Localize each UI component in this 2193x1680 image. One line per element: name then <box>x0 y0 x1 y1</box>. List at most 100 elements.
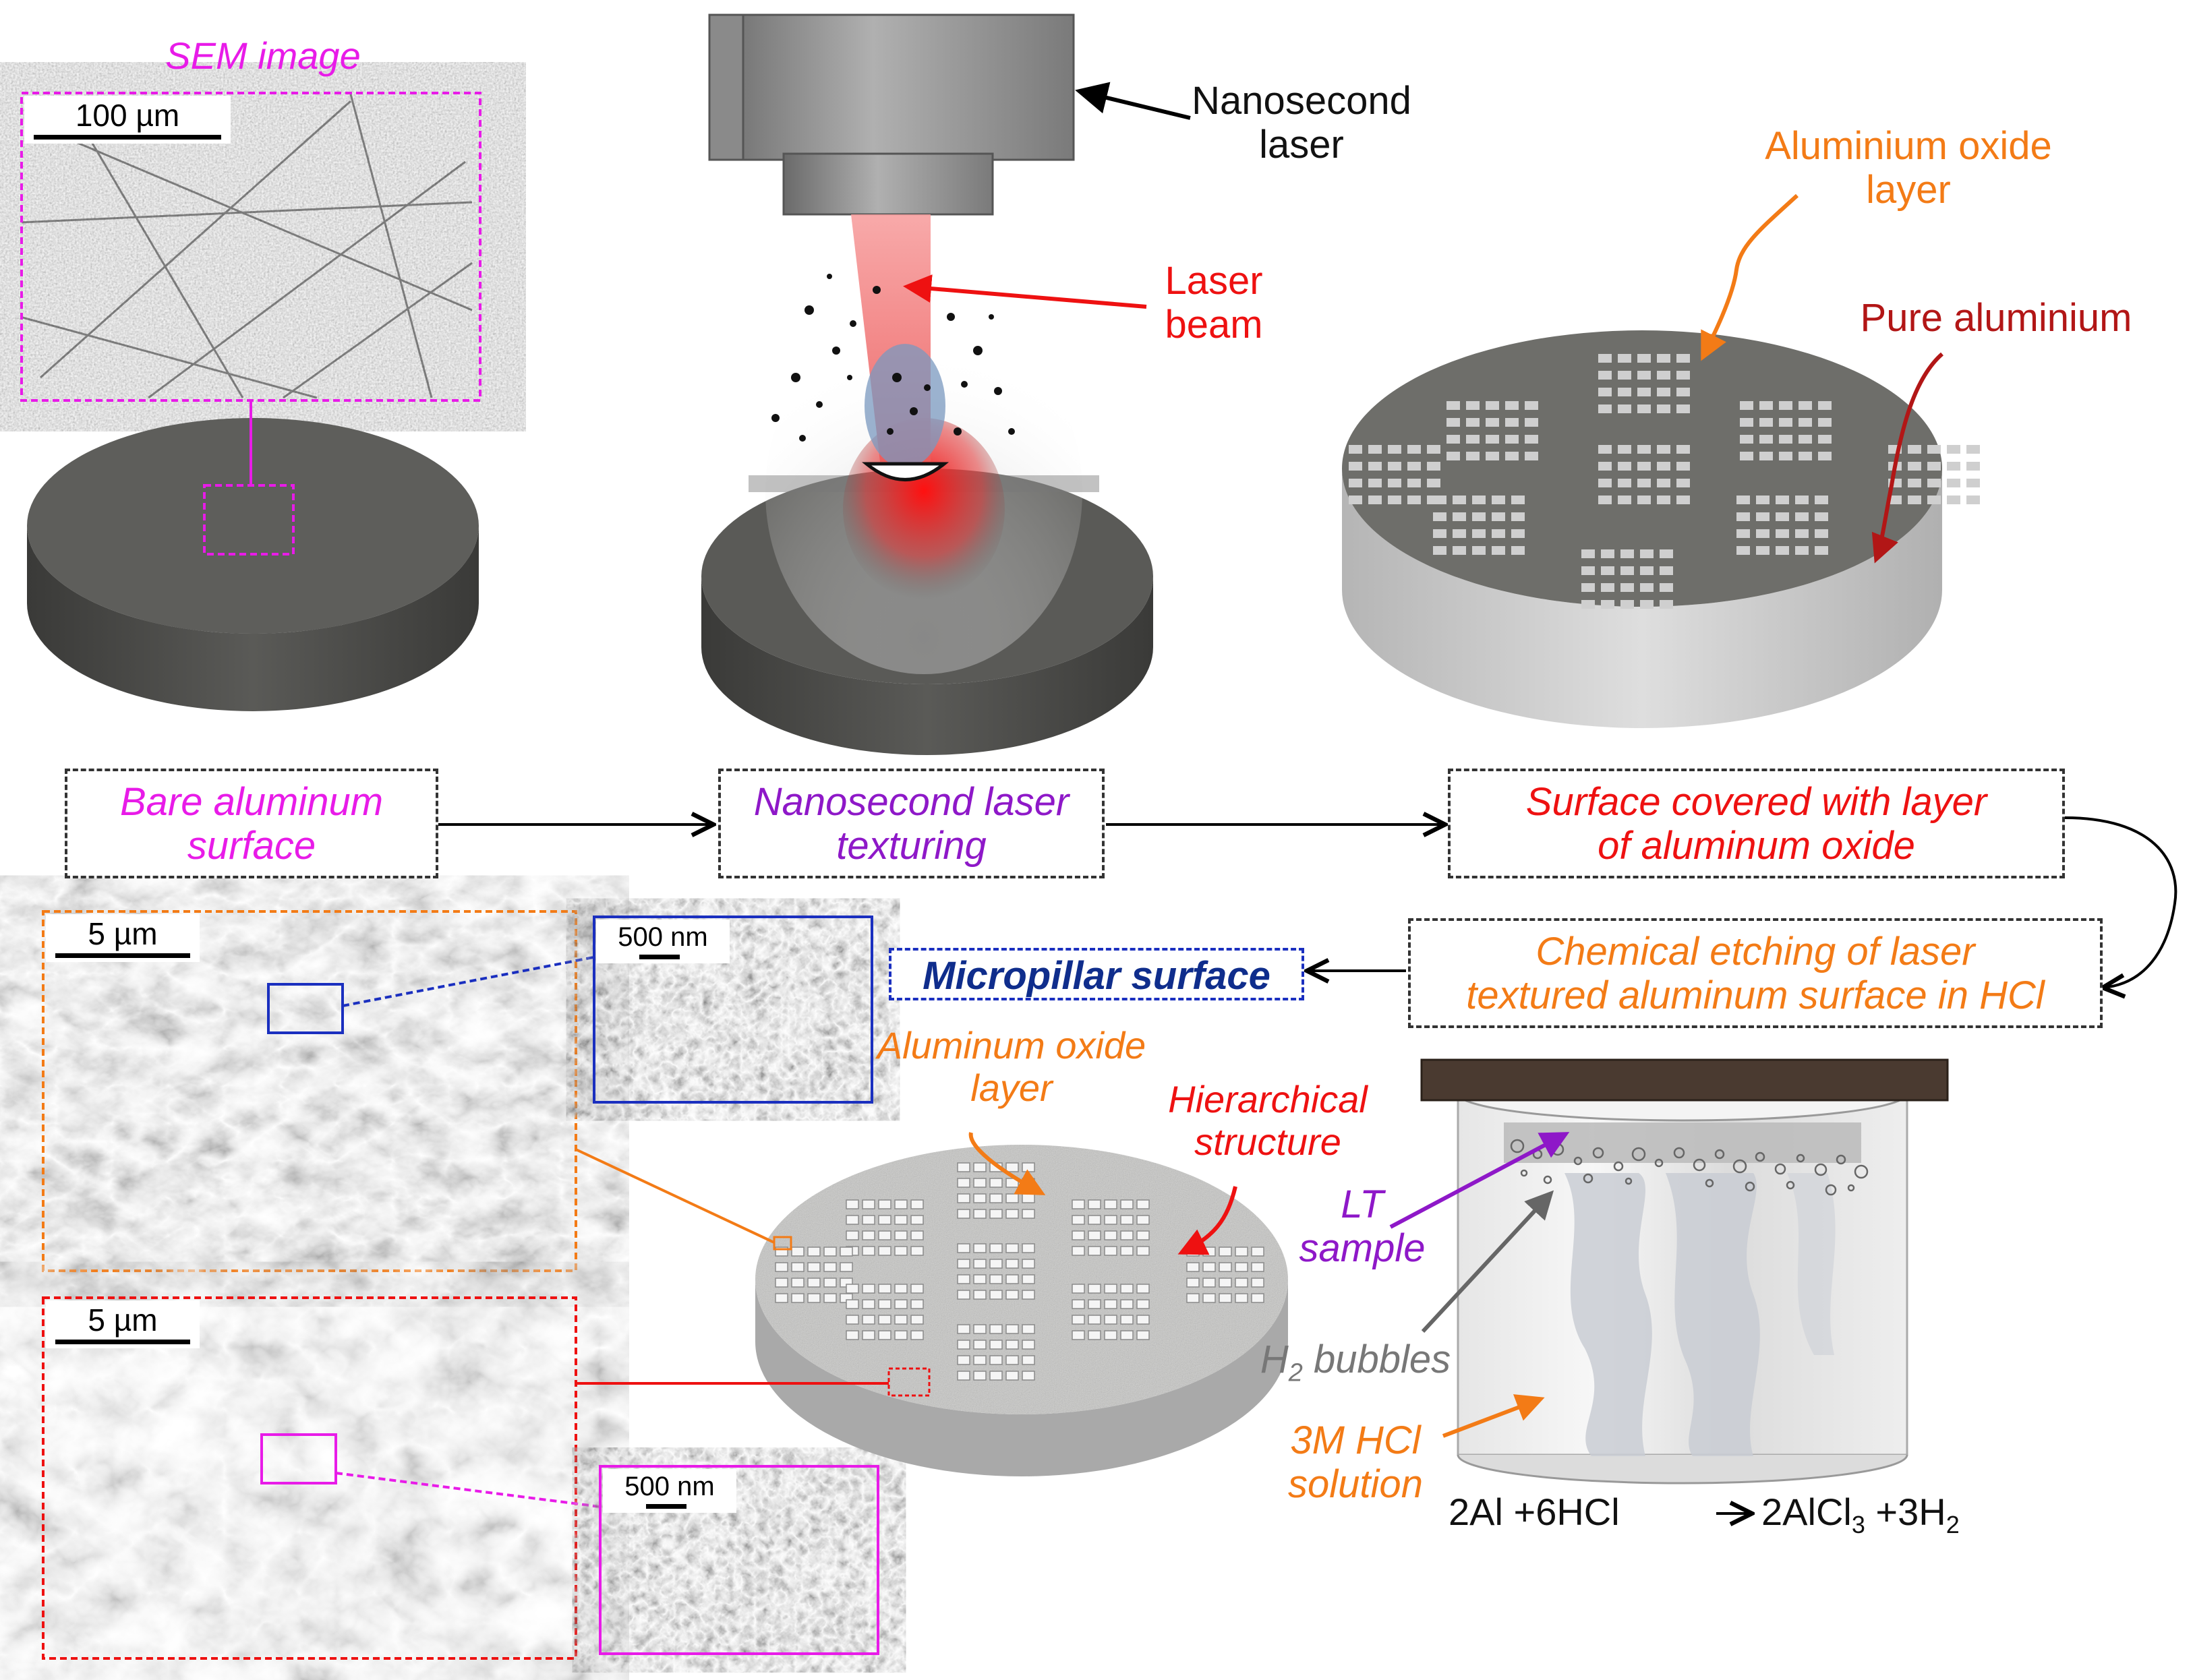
micropillar <box>1005 1162 1019 1172</box>
micropillar <box>973 1209 987 1219</box>
micropillar <box>1637 479 1651 487</box>
micropillar <box>1818 435 1832 444</box>
micropillar <box>1818 401 1832 410</box>
micropillar <box>1492 546 1505 555</box>
micropillar <box>1427 462 1440 471</box>
scale-label-500nm-top: 500 nm <box>618 922 708 952</box>
micropillar <box>1657 404 1670 413</box>
micropillar <box>1640 566 1654 575</box>
micropillar <box>1368 496 1382 504</box>
micropillar <box>1601 566 1614 575</box>
micropillar <box>1795 529 1809 538</box>
micropillar <box>1660 583 1673 592</box>
bubble <box>1613 1161 1624 1172</box>
micropillar <box>1676 371 1690 380</box>
micropillar-array-top <box>1349 354 1980 609</box>
micropillar <box>1601 549 1614 558</box>
micropillar <box>894 1315 908 1325</box>
micropillar <box>894 1299 908 1309</box>
bubble <box>1847 1184 1855 1192</box>
micropillar <box>1598 371 1612 380</box>
step-box-oxide: Surface covered with layer of aluminum o… <box>1448 769 2065 878</box>
step-box-laser: Nanosecond laser texturing <box>718 769 1105 878</box>
micropillar <box>1472 496 1486 504</box>
micropillar <box>1453 529 1466 538</box>
micropillar <box>1799 418 1812 427</box>
micropillar <box>1136 1246 1150 1256</box>
ejected-particles <box>771 274 1015 442</box>
micropillar <box>1676 479 1690 487</box>
micropillar <box>973 1371 987 1381</box>
zoom-region-blue <box>267 983 344 1034</box>
micropillar <box>1388 445 1401 454</box>
laser-head <box>708 13 1075 216</box>
micropillar <box>775 1262 788 1272</box>
micropillar-disc <box>575 1145 1288 1476</box>
bubble <box>1705 1178 1714 1188</box>
micropillar <box>878 1315 891 1325</box>
micropillar <box>910 1199 924 1209</box>
micropillar <box>1927 462 1941 471</box>
micropillar <box>1022 1355 1035 1365</box>
micropillar <box>1637 496 1651 504</box>
micropillar <box>1776 512 1789 521</box>
micropillar <box>1005 1290 1019 1300</box>
micropillar <box>1736 546 1750 555</box>
micropillar <box>1472 512 1486 521</box>
beaker <box>1420 1058 1949 1484</box>
micropillar <box>1511 512 1525 521</box>
micropillar <box>1601 600 1614 609</box>
micropillar <box>1598 388 1612 396</box>
micropillar <box>1104 1230 1117 1240</box>
micropillar <box>1779 418 1792 427</box>
scale-bar-5um-bottom: 5 µm <box>46 1300 200 1348</box>
micropillar <box>989 1274 1003 1284</box>
micropillar <box>1219 1247 1232 1257</box>
micropillar <box>1776 546 1789 555</box>
scale-label-100um: 100 µm <box>75 98 180 133</box>
hierarchical-structure-label: Hierarchical structure <box>1168 1078 1368 1163</box>
micropillar <box>989 1178 1003 1188</box>
micropillar <box>1120 1284 1134 1294</box>
micropillar <box>1136 1215 1150 1225</box>
scale-label-5um-top: 5 µm <box>88 916 158 951</box>
micropillar <box>1407 462 1421 471</box>
micropillar <box>1598 479 1612 487</box>
micropillar <box>1505 452 1519 460</box>
micropillar <box>1120 1246 1134 1256</box>
micropillar <box>1453 512 1466 521</box>
micropillar <box>1598 496 1612 504</box>
micropillar <box>1795 496 1809 504</box>
micropillar <box>807 1278 821 1288</box>
micropillar <box>1219 1262 1232 1272</box>
micropillar <box>1235 1247 1248 1257</box>
micropillar <box>910 1299 924 1309</box>
bubble <box>1836 1154 1846 1165</box>
micropillar <box>862 1199 875 1209</box>
micropillar <box>1251 1262 1264 1272</box>
micropillar <box>1088 1199 1101 1209</box>
micropillar <box>1947 445 1960 454</box>
micropillar <box>1740 435 1753 444</box>
micropillar <box>1005 1371 1019 1381</box>
micropillar <box>823 1262 837 1272</box>
bubble <box>1631 1147 1646 1162</box>
micropillar <box>1779 435 1792 444</box>
micropillar <box>1908 496 1921 504</box>
micropillar <box>1947 462 1960 471</box>
micropillar <box>1072 1299 1085 1309</box>
micropillar <box>1022 1290 1035 1300</box>
sem-image-oxide <box>42 910 594 1272</box>
sem-image-top <box>20 92 481 402</box>
micropillar <box>791 1262 805 1272</box>
micropillar <box>1657 371 1670 380</box>
micropillar <box>846 1215 859 1225</box>
micropillar <box>1598 404 1612 413</box>
micropillar <box>1756 529 1770 538</box>
micropillar <box>1005 1209 1019 1219</box>
micropillar <box>989 1340 1003 1350</box>
micropillar <box>910 1330 924 1340</box>
micropillar <box>862 1330 875 1340</box>
step-box-etching: Chemical etching of laser textured alumi… <box>1408 918 2103 1028</box>
step-box-bare: Bare aluminum surface <box>65 769 438 878</box>
